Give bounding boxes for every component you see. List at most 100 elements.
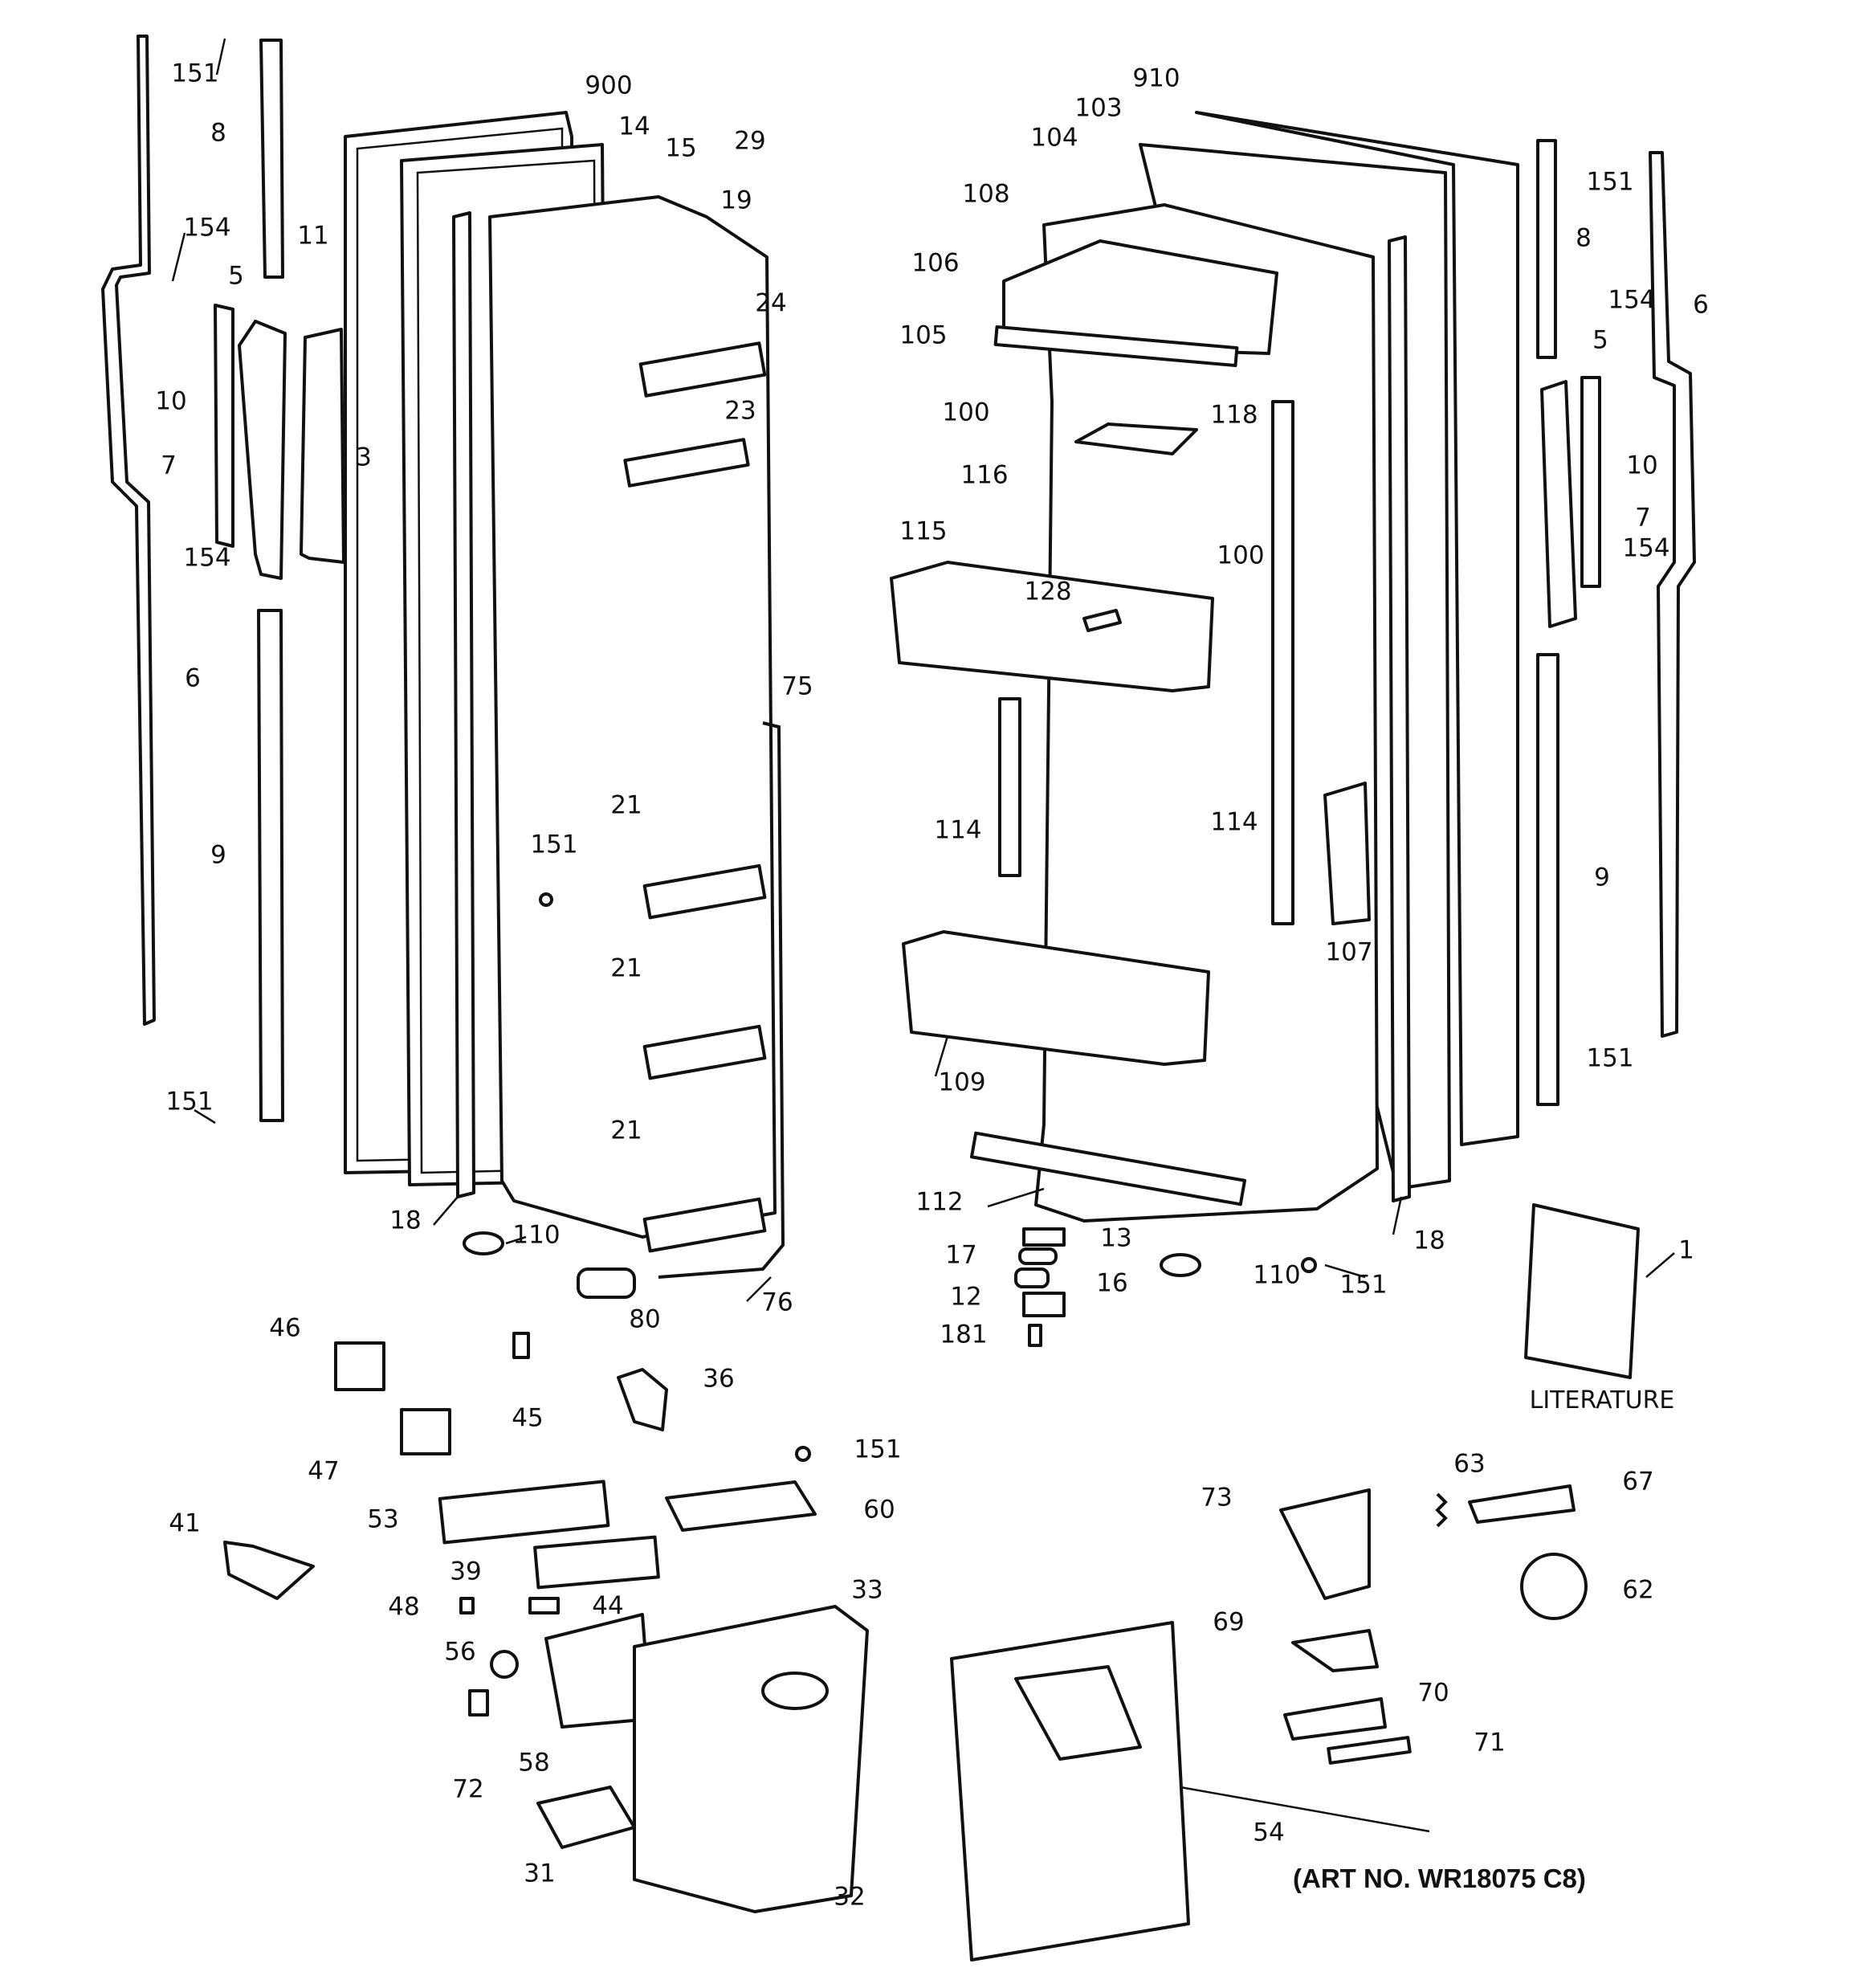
callout-128: 128	[1024, 577, 1072, 606]
callout-110: 110	[512, 1220, 561, 1250]
callout-151: 151	[854, 1435, 902, 1464]
door-bin-109	[902, 930, 1210, 1066]
callout-114: 114	[934, 815, 982, 845]
knob-56	[490, 1650, 519, 1679]
callout-16: 16	[1096, 1268, 1128, 1298]
callout-19: 19	[720, 186, 752, 215]
shelf-rail-23	[623, 438, 750, 488]
callout-45: 45	[512, 1403, 544, 1433]
callout-29: 29	[734, 126, 766, 156]
screw-151-door	[539, 892, 553, 907]
handle-bracket-5-left	[238, 320, 287, 580]
callout-56: 56	[444, 1637, 476, 1667]
callout-21: 21	[610, 1116, 642, 1145]
callout-5: 5	[228, 261, 244, 291]
strip-71	[1327, 1736, 1412, 1765]
handle-11-left	[300, 328, 345, 564]
callout-31: 31	[524, 1859, 556, 1888]
callout-12: 12	[950, 1282, 982, 1312]
callout-181: 181	[940, 1320, 988, 1349]
callout-73: 73	[1201, 1483, 1233, 1512]
callout-80: 80	[629, 1304, 661, 1334]
bracket-60	[665, 1480, 817, 1532]
circuit-board-39	[533, 1535, 660, 1590]
callout-107: 107	[1325, 937, 1373, 967]
literature-label: LITERATURE	[1529, 1386, 1675, 1414]
callout-71: 71	[1474, 1728, 1506, 1757]
dispenser-panel-54	[950, 1621, 1190, 1961]
callout-109: 109	[938, 1067, 986, 1097]
callout-39: 39	[450, 1557, 482, 1586]
callout-10: 10	[1626, 451, 1658, 480]
drip-tray-31	[536, 1786, 636, 1849]
callout-104: 104	[1030, 123, 1078, 153]
rack-107	[1323, 782, 1371, 925]
bracket-70	[1283, 1697, 1387, 1741]
callout-900: 900	[585, 71, 633, 100]
mullion-strip-8-right	[1536, 139, 1557, 359]
callout-11: 11	[297, 221, 329, 251]
callout-8: 8	[210, 118, 226, 148]
callout-23: 23	[724, 396, 756, 426]
door-stop-110-right	[1160, 1253, 1201, 1277]
callout-105: 105	[899, 320, 948, 350]
door-shelf-118	[1074, 423, 1198, 455]
shelf-support-114-left	[998, 697, 1021, 877]
freezer-door-910	[1195, 111, 1519, 1146]
trim-strip-9-right	[1536, 653, 1559, 1106]
door-69	[1291, 1629, 1379, 1672]
callout-48: 48	[388, 1592, 420, 1622]
callout-47: 47	[308, 1456, 340, 1486]
callout-118: 118	[1210, 400, 1258, 430]
callout-154: 154	[1622, 533, 1670, 563]
door-stop-110-left	[463, 1231, 504, 1255]
callout-110: 110	[1253, 1260, 1301, 1290]
dispenser-body-32	[633, 1605, 869, 1913]
water-tube-75	[658, 721, 785, 1279]
callout-8: 8	[1576, 223, 1592, 253]
light-44	[528, 1597, 560, 1614]
callout-33: 33	[851, 1575, 883, 1605]
callout-18: 18	[1413, 1226, 1445, 1255]
callout-7: 7	[161, 451, 177, 480]
callout-5: 5	[1592, 325, 1608, 355]
trim-strip-9-left	[257, 609, 284, 1122]
callout-44: 44	[592, 1591, 624, 1621]
callout-7: 7	[1635, 503, 1651, 533]
callout-60: 60	[863, 1495, 895, 1525]
spring-63	[1435, 1492, 1448, 1528]
callout-9: 9	[1594, 863, 1610, 892]
callout-6: 6	[185, 663, 201, 693]
callout-67: 67	[1622, 1467, 1654, 1496]
callout-62: 62	[1622, 1575, 1654, 1605]
shelf-112	[969, 1131, 1247, 1206]
mullion-strip-8-left	[259, 39, 284, 279]
callout-154: 154	[1608, 285, 1656, 315]
callout-46: 46	[269, 1313, 301, 1343]
shelf-rail-105	[993, 325, 1239, 368]
callout-6: 6	[1693, 290, 1709, 320]
art-number: (ART NO. WR18075 C8)	[1293, 1863, 1586, 1893]
bin-divider-128	[1082, 609, 1122, 632]
shelf-rail-21-middle	[642, 1024, 767, 1080]
bracket-67	[1468, 1484, 1576, 1524]
switch-72	[468, 1689, 489, 1717]
chute-33	[761, 1672, 829, 1710]
callout-10: 10	[155, 386, 187, 416]
hinge-bushing-17	[1018, 1247, 1058, 1265]
leader-lines	[171, 38, 1675, 1833]
callout-17: 17	[945, 1240, 977, 1270]
callout-910: 910	[1132, 63, 1180, 93]
door-bin-115	[890, 561, 1214, 692]
ring-62	[1520, 1553, 1588, 1620]
shelf-rail-21-top	[642, 863, 767, 920]
dispenser-bezel-46	[334, 1341, 385, 1391]
callout-151: 151	[530, 830, 578, 859]
screw-151-dispenser	[795, 1446, 811, 1462]
door-gasket-18-left	[452, 211, 475, 1198]
literature-book-1	[1524, 1203, 1640, 1379]
shelf-support-114-right	[1271, 400, 1294, 925]
callout-114: 114	[1210, 807, 1258, 837]
callout-58: 58	[518, 1748, 550, 1778]
